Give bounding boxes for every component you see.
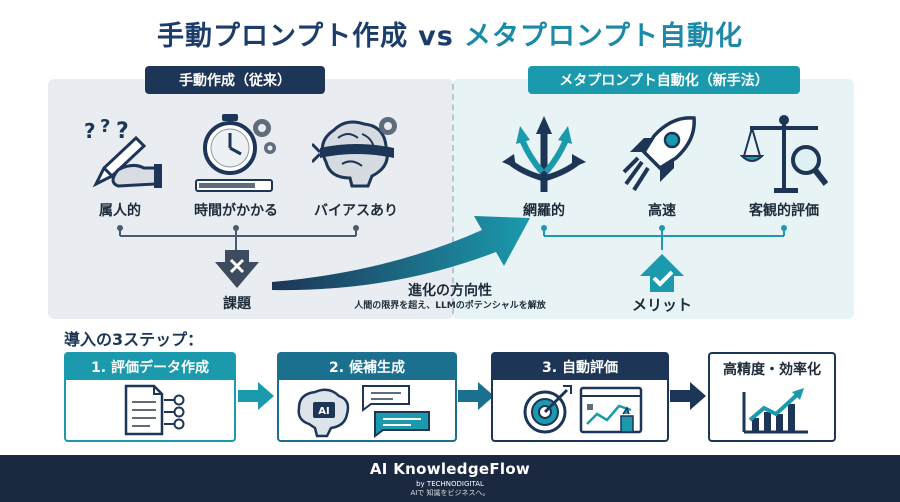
evolution-subtitle: 人間の限界を超え、LLMのポテンシャルを解放 <box>354 301 546 311</box>
footer: AI KnowledgeFlow by TECHNODIGITAL AIで 知識… <box>0 455 900 502</box>
result-card: 高精度・効率化 <box>708 352 836 442</box>
step-3-label: 3. 自動評価 <box>493 354 667 380</box>
step-1-card: 1. 評価データ作成 <box>64 352 236 442</box>
svg-text:?: ? <box>116 119 129 144</box>
result-label: 高精度・効率化 <box>723 362 821 378</box>
step-arrow-2-icon <box>458 382 494 410</box>
panel-divider <box>452 84 454 314</box>
meta-header: メタプロンプト自動化（新手法） <box>528 66 800 94</box>
rocket-icon <box>622 116 696 192</box>
issue-down-arrow-icon <box>215 250 259 288</box>
meta-item-label-1: 網羅的 <box>523 203 565 219</box>
step-3-card: 3. 自動評価 <box>491 352 669 442</box>
step-arrow-3-icon <box>670 382 706 410</box>
manual-header: 手動作成（従来） <box>145 66 325 94</box>
footer-by: by TECHNODIGITAL <box>416 480 484 488</box>
merit-label: メリット <box>631 296 692 314</box>
step-1-label: 1. 評価データ作成 <box>66 354 234 380</box>
title-manual: 手動プロンプト作成 <box>156 21 409 52</box>
evolution-title: 進化の方向性 <box>408 283 492 299</box>
evolution-arrow-icon <box>272 216 530 291</box>
blindfold-brain-icon <box>312 117 397 188</box>
stopwatch-icon <box>195 114 276 192</box>
manual-item-label-1: 属人的 <box>99 203 141 219</box>
growth-chart-icon <box>742 388 808 434</box>
manual-item-label-2: 時間がかかる <box>194 203 278 219</box>
footer-brand: AI KnowledgeFlow <box>369 460 531 478</box>
target-dashboard-icon <box>523 385 643 434</box>
manual-connector <box>117 225 359 250</box>
ai-badge: AI <box>318 406 329 417</box>
meta-connector <box>541 225 787 250</box>
meta-item-label-3: 客観的評価 <box>749 203 819 219</box>
branching-arrows-icon <box>502 116 586 192</box>
document-list-icon <box>124 384 185 436</box>
step-2-label: 2. 候補生成 <box>279 354 455 380</box>
pen-writing-icon: ? ? ? <box>84 116 162 188</box>
merit-check-arrow-icon <box>640 254 684 292</box>
footer-tagline: AIで 知識をビジネスへ。 <box>410 489 490 497</box>
svg-text:?: ? <box>84 119 96 143</box>
steps-title: 導入の3ステップ： <box>64 330 204 349</box>
page-title: 手動プロンプト作成 vs メタプロンプト自動化 <box>0 14 900 53</box>
scale-magnifier-icon <box>740 115 828 193</box>
title-vs: vs <box>418 21 454 52</box>
meta-item-label-2: 高速 <box>648 203 676 219</box>
manual-item-label-3: バイアスあり <box>314 203 398 219</box>
issue-label: 課題 <box>223 296 251 312</box>
step-2-card: 2. 候補生成 AI <box>277 352 457 442</box>
title-meta: メタプロンプト自動化 <box>463 21 744 52</box>
ai-brain-chat-icon: AI <box>297 385 430 438</box>
step-arrow-1-icon <box>238 382 274 410</box>
svg-text:?: ? <box>100 116 110 137</box>
